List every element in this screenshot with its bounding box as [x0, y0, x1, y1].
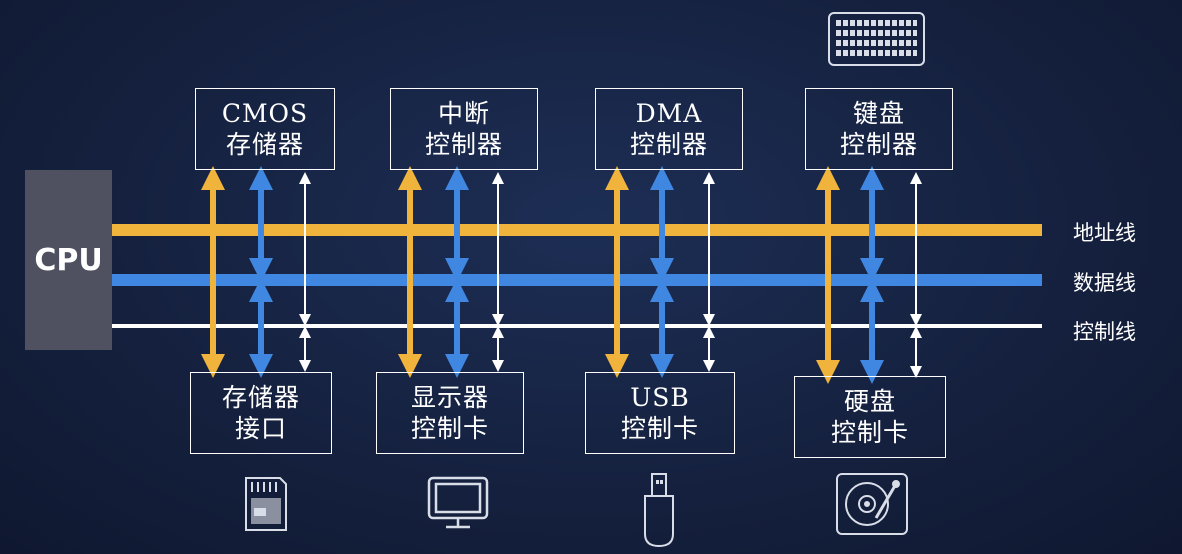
control-bus-label: 控制线	[1073, 320, 1136, 344]
control-bus-line	[110, 324, 1042, 328]
box-line-1: USB	[630, 382, 690, 412]
memory-card-icon	[245, 477, 287, 531]
box-line-2: 控制卡	[830, 418, 909, 447]
box-line-1: 键盘	[852, 98, 905, 128]
connector-group-3	[605, 166, 715, 378]
keyboard-icon	[828, 12, 925, 66]
hard-disk-icon	[836, 473, 908, 535]
box-line-1: 中断	[437, 98, 490, 128]
box-line-2: 控制器	[424, 130, 503, 159]
usb-card-box: USB 控制卡	[585, 372, 735, 454]
keyboard-controller-box: 键盘 控制器	[805, 88, 953, 170]
connector-group-4	[816, 166, 922, 384]
address-bus-line	[110, 224, 1042, 236]
monitor-icon	[427, 476, 489, 529]
cpu-label: CPU	[34, 242, 103, 278]
box-line-1: 显示器	[410, 382, 489, 412]
interrupt-controller-box: 中断 控制器	[390, 88, 538, 170]
address-bus-label: 地址线	[1073, 221, 1136, 245]
box-line-2: 控制卡	[410, 414, 489, 443]
box-line-1: CMOS	[221, 98, 309, 128]
connector-group-2	[398, 166, 504, 378]
hard-disk-card-box: 硬盘 控制卡	[794, 376, 946, 458]
box-line-2: 接口	[234, 414, 287, 443]
box-line-2: 存储器	[225, 130, 304, 159]
cmos-memory-box: CMOS 存储器	[195, 88, 335, 170]
box-line-1: DMA	[635, 98, 703, 128]
memory-interface-box: 存储器 接口	[190, 372, 332, 454]
dma-controller-box: DMA 控制器	[595, 88, 743, 170]
cpu-block: CPU	[25, 170, 112, 350]
data-bus-label: 数据线	[1073, 271, 1136, 295]
box-line-2: 控制器	[839, 130, 918, 159]
usb-drive-icon	[644, 473, 674, 548]
box-line-1: 存储器	[221, 382, 300, 412]
box-line-1: 硬盘	[843, 386, 896, 416]
connector-group-1	[201, 166, 311, 378]
display-card-box: 显示器 控制卡	[376, 372, 524, 454]
data-bus-line	[110, 274, 1042, 286]
box-line-2: 控制器	[629, 130, 708, 159]
box-line-2: 控制卡	[620, 414, 699, 443]
